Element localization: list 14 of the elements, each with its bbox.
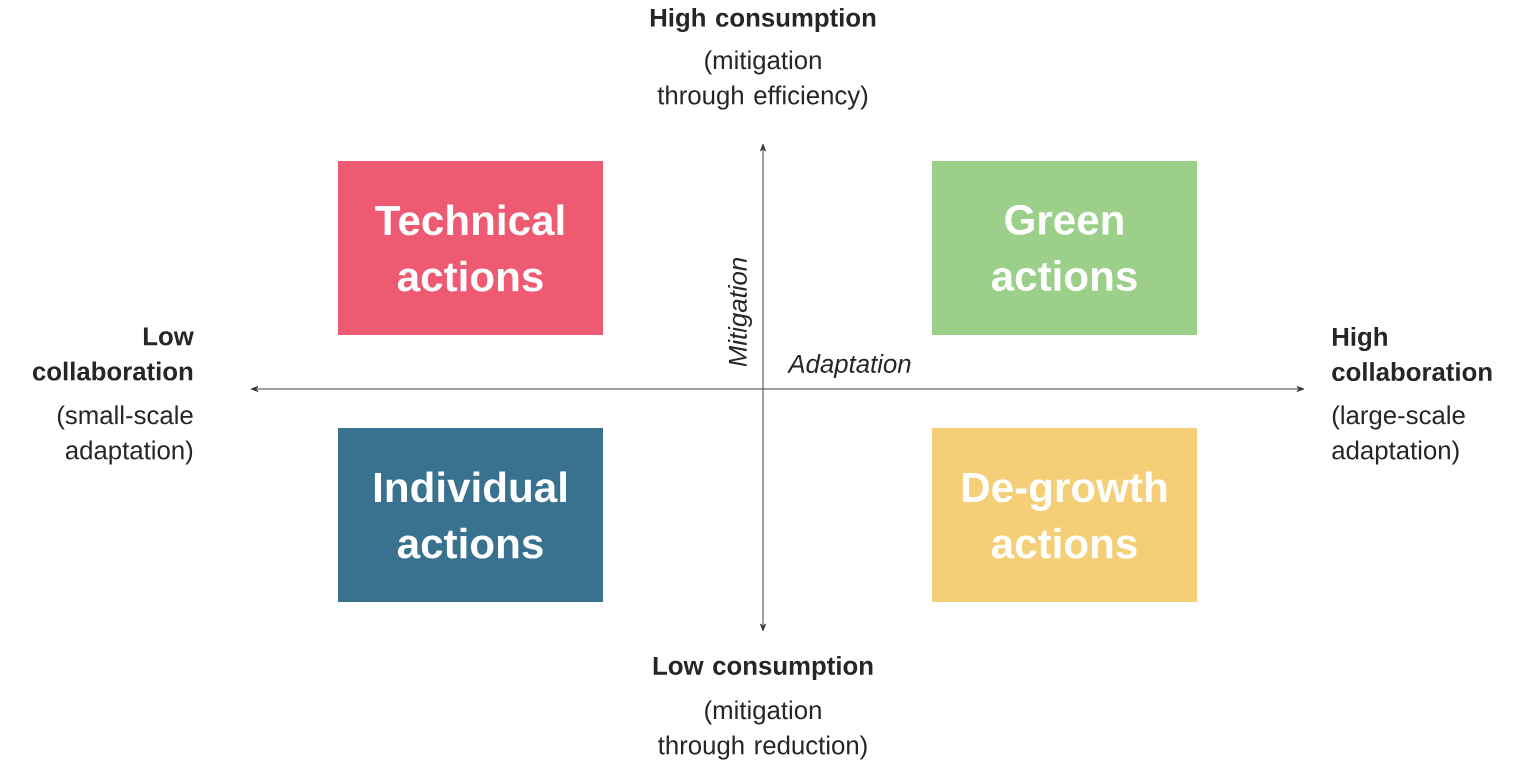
axis-title: Mitigation [728,258,752,367]
axis-title: Adaptation [787,354,911,378]
axis-note: (mitigation through reduction) [658,700,867,760]
axis-label: Low collaboration [32,327,194,381]
axis-label: High collaboration [1332,326,1492,382]
axis-note: (mitigation through efficiency) [657,50,868,110]
action-box: Individual actions [338,428,603,602]
action-box: Green actions [932,161,1197,335]
axis-label: Low consumption [653,655,873,680]
axis-label: High consumption [650,7,876,33]
action-box: Technical actions [338,161,603,335]
action-box: De-growth actions [932,428,1197,602]
axis-note: (small-scale adaptation) [57,405,193,465]
axis-note: (large-scale adaptation) [1332,405,1465,465]
